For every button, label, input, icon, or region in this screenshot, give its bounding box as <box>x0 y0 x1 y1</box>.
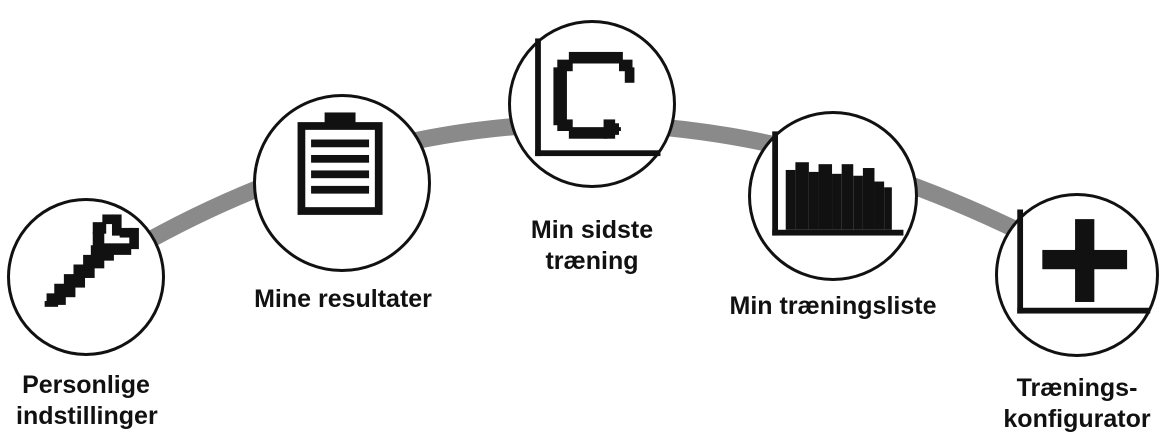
my-results-label-line-1: Mine resultater <box>254 285 432 313</box>
my-workout-list-circle[interactable] <box>748 111 918 281</box>
my-last-workout-circle[interactable] <box>508 20 676 188</box>
replay-chart-icon <box>535 38 661 157</box>
my-workout-list-label-line-1: Min træningsliste <box>729 292 937 320</box>
my-workout-list-label: Min træningsliste <box>716 291 950 322</box>
personal-settings-label: Personlige indstillinger <box>16 370 158 432</box>
my-results-label: Mine resultater <box>238 284 448 315</box>
my-last-workout-label-line-1: Min sidste <box>530 216 654 244</box>
my-last-workout-label-line-2: træning <box>545 247 639 275</box>
workout-configurator-label-line-2: konfigurator <box>1003 405 1151 433</box>
personal-settings-label-line-1: Personlige <box>22 371 150 399</box>
bar-chart-icon <box>772 131 904 236</box>
my-last-workout-label: Min sidste træning <box>497 215 687 277</box>
workout-configurator-label: Trænings- konfigurator <box>996 373 1158 435</box>
my-results-circle[interactable] <box>253 94 431 272</box>
clipboard-icon <box>297 112 383 215</box>
plus-chart-icon <box>1017 209 1151 314</box>
wrench-icon <box>44 214 139 307</box>
workout-configurator-circle[interactable] <box>995 193 1159 357</box>
personal-settings-label-line-2: indstillinger <box>16 402 158 430</box>
workout-configurator-label-line-1: Trænings- <box>1016 374 1138 402</box>
personal-settings-circle[interactable] <box>7 198 165 356</box>
